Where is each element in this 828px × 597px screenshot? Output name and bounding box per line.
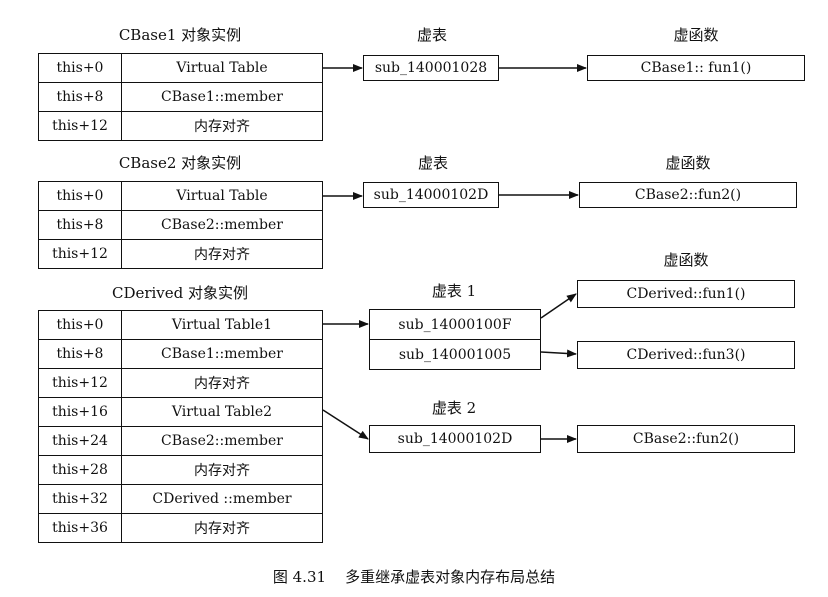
member-cell: 内存对齐 — [121, 239, 323, 269]
cderived-vtable1: sub_14000100F sub_140001005 — [369, 309, 541, 370]
object-row: this+24 CBase2::member — [38, 426, 323, 456]
cbase1-instance-title: CBase1 对象实例 — [118, 26, 242, 44]
object-row: this+0 Virtual Table — [38, 181, 323, 211]
arrow-vtable1-entry-fun3 — [540, 349, 577, 358]
object-row: this+8 CBase1::member — [38, 82, 323, 112]
vtable1-entry: sub_14000100F — [398, 316, 512, 333]
object-row: this+28 内存对齐 — [38, 455, 323, 485]
object-row: this+12 内存对齐 — [38, 368, 323, 398]
offset-cell: this+0 — [38, 53, 122, 83]
offset-cell: this+8 — [38, 82, 122, 112]
offset-cell: this+28 — [38, 455, 122, 485]
object-row: this+36 内存对齐 — [38, 513, 323, 543]
cderived-virtual-function-1: CDerived::fun1() — [577, 280, 795, 308]
cbase2-vtable-entry: sub_14000102D — [363, 182, 499, 208]
offset-cell: this+12 — [38, 239, 122, 269]
offset-cell: this+24 — [38, 426, 122, 456]
cbase2-object-layout: this+0 Virtual Table this+8 CBase2::memb… — [38, 181, 323, 269]
object-row: this+8 CBase2::member — [38, 210, 323, 240]
cbase2-vtable-title: 虚表 — [417, 154, 449, 172]
cderived-object-layout: this+0 Virtual Table1 this+8 CBase1::mem… — [38, 310, 323, 543]
object-row: this+32 CDerived ::member — [38, 484, 323, 514]
cderived-vtable1-title: 虚表 1 — [431, 282, 477, 300]
member-cell: CBase2::member — [121, 426, 323, 456]
arrow-cderived-vptr2 — [322, 409, 369, 440]
cbase2-virtual-function: CBase2::fun2() — [579, 182, 797, 208]
object-row: this+8 CBase1::member — [38, 339, 323, 369]
member-cell: 内存对齐 — [121, 111, 323, 141]
offset-cell: this+12 — [38, 368, 122, 398]
offset-cell: this+12 — [38, 111, 122, 141]
object-row: this+0 Virtual Table — [38, 53, 323, 83]
object-row: this+12 内存对齐 — [38, 239, 323, 269]
member-cell: CBase1::member — [121, 339, 323, 369]
cbase1-vtable-title: 虚表 — [416, 26, 448, 44]
cderived-virtual-function-3: CDerived::fun3() — [577, 341, 795, 369]
cbase2-instance-title: CBase2 对象实例 — [118, 154, 242, 172]
member-cell: CDerived ::member — [121, 484, 323, 514]
offset-cell: this+0 — [38, 310, 122, 340]
object-row: this+12 内存对齐 — [38, 111, 323, 141]
member-cell: Virtual Table1 — [121, 310, 323, 340]
member-cell: Virtual Table — [121, 53, 323, 83]
member-cell: CBase1::member — [121, 82, 323, 112]
member-cell: 内存对齐 — [121, 513, 323, 543]
cbase1-vtable-entry: sub_140001028 — [363, 55, 499, 81]
cderived-instance-title: CDerived 对象实例 — [111, 284, 249, 302]
offset-cell: this+36 — [38, 513, 122, 543]
cderived-base2-function: CBase2::fun2() — [577, 425, 795, 453]
cbase1-object-layout: this+0 Virtual Table this+8 CBase1::memb… — [38, 53, 323, 141]
arrow-vtable1-entry-fun1 — [540, 293, 577, 319]
cbase1-virtual-function: CBase1:: fun1() — [587, 55, 805, 81]
figure-caption: 图 4.31 多重继承虚表对象内存布局总结 — [272, 568, 556, 586]
cderived-vtable2-entry: sub_14000102D — [369, 425, 541, 453]
cbase2-func-title: 虚函数 — [665, 154, 711, 172]
member-cell: CBase2::member — [121, 210, 323, 240]
vtable1-entry: sub_140001005 — [370, 339, 540, 369]
object-row: this+0 Virtual Table1 — [38, 310, 323, 340]
member-cell: Virtual Table — [121, 181, 323, 211]
cderived-vtable2-title: 虚表 2 — [431, 399, 477, 417]
cbase1-func-title: 虚函数 — [673, 26, 719, 44]
cderived-func-title: 虚函数 — [663, 251, 709, 269]
